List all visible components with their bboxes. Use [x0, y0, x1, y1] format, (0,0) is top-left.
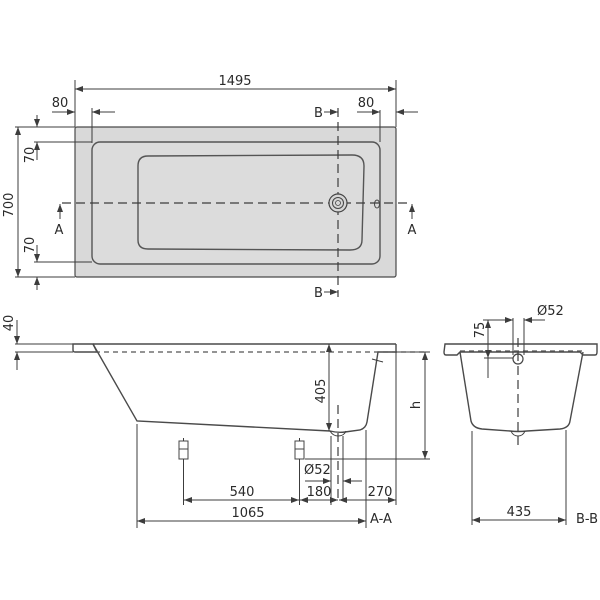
drain-icon — [328, 193, 348, 213]
section-marker-a-right: A — [408, 223, 417, 238]
overflow-icon — [374, 199, 380, 209]
dim-rim-left: 80 — [52, 96, 69, 111]
dim-rim-top: 70 — [23, 147, 38, 164]
dim-base-length: 1065 — [231, 506, 264, 521]
tub-cross-section-outline — [459, 351, 584, 433]
dim-foot-spacing: 540 — [230, 485, 255, 500]
section-b-label: B-B — [576, 512, 598, 527]
dim-drain-to-end: 270 — [368, 485, 393, 500]
section-marker-b-bottom: B — [314, 286, 323, 301]
foot-left — [178, 438, 189, 505]
dim-rim-height: 40 — [2, 315, 17, 332]
section-marker-b-top: B — [314, 106, 323, 121]
tub-section-outline — [92, 343, 397, 434]
dim-height-h: h — [409, 401, 424, 409]
dim-overall-length: 1495 — [218, 74, 251, 89]
dim-overall-width: 700 — [2, 193, 17, 218]
section-marker-a-left: A — [55, 223, 64, 238]
dim-foot-to-drain: 180 — [307, 485, 332, 500]
section-a-view: 40 405 h Ø52 540 180 270 1065 A-A — [2, 315, 430, 528]
dim-rim-right: 80 — [358, 96, 375, 111]
dim-drain-diameter: Ø52 — [304, 463, 331, 478]
section-a-label: A-A — [370, 512, 392, 527]
section-b-view: Ø52 75 435 B-B — [443, 304, 598, 527]
dim-overflow-offset: 75 — [473, 322, 488, 339]
plan-view: 1495 80 80 B B A A 700 70 7 — [2, 74, 418, 301]
dim-overflow-diameter: Ø52 — [537, 304, 564, 319]
dim-rim-bottom: 70 — [23, 237, 38, 254]
dim-base-width: 435 — [507, 505, 532, 520]
dim-depth: 405 — [314, 379, 329, 404]
foot-right — [294, 438, 305, 505]
